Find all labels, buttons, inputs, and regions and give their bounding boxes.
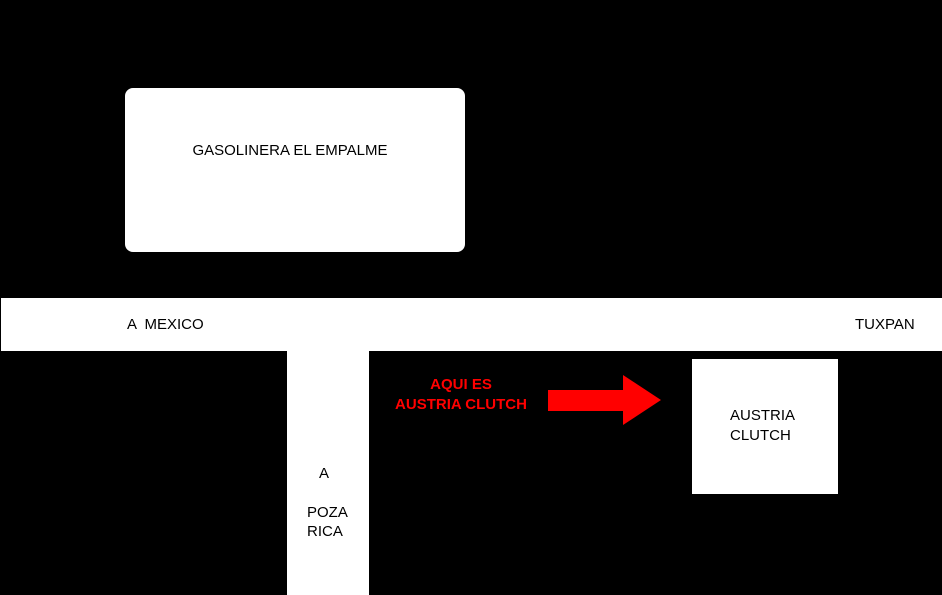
road-label-a: A: [319, 465, 330, 482]
gas-station-block: GASOLINERA EL EMPALME: [125, 88, 465, 252]
shop-label: AUSTRIA CLUTCH: [730, 406, 795, 446]
road-label-tuxpan: TUXPAN: [855, 316, 915, 333]
arrow-right-icon: [548, 375, 661, 425]
shop-label-line2: CLUTCH: [730, 427, 791, 444]
road-label-poza-line2: RICA: [307, 523, 343, 540]
road-label-poza-line1: POZA: [307, 504, 348, 521]
road-label-poza-rica: POZA RICA: [307, 503, 348, 541]
side-road: [287, 351, 369, 595]
road-label-mexico: A MEXICO: [127, 316, 204, 333]
location-note-line1: AQUI ES: [430, 376, 492, 393]
shop-block: AUSTRIA CLUTCH: [692, 359, 838, 494]
main-road: [1, 298, 942, 351]
gas-station-label: GASOLINERA EL EMPALME: [192, 142, 388, 159]
location-note-line2: AUSTRIA CLUTCH: [395, 396, 527, 413]
location-note: AQUI ES AUSTRIA CLUTCH: [372, 375, 550, 415]
arrow-shape: [548, 375, 661, 425]
shop-label-line1: AUSTRIA: [730, 407, 796, 424]
